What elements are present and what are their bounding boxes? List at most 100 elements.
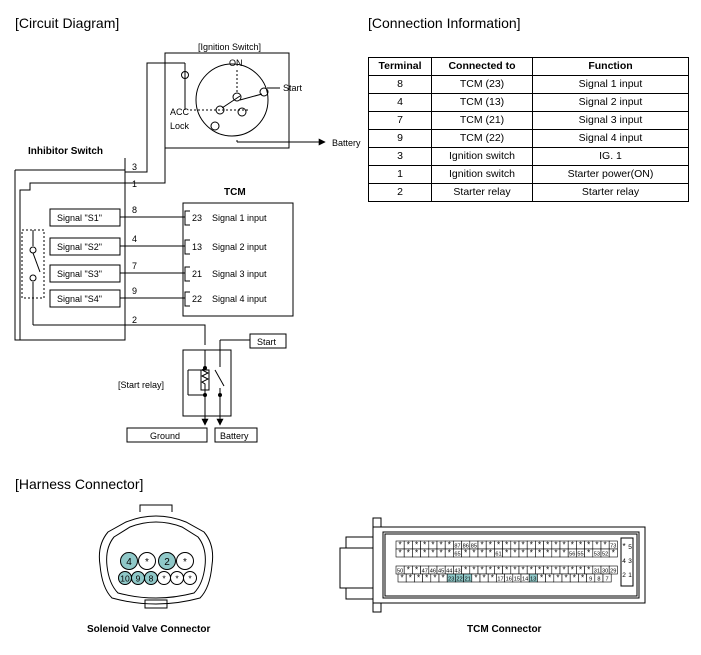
svg-text:*: * — [448, 541, 451, 550]
tcm-box — [182, 202, 294, 317]
svg-text:*: * — [563, 549, 566, 558]
tcm-pin: * — [567, 541, 577, 550]
svg-text:*: * — [431, 541, 434, 550]
cell-connected: TCM (22) — [431, 129, 533, 148]
svg-text:*: * — [497, 566, 500, 575]
tcm-pin: * — [545, 574, 555, 583]
svg-text:*: * — [399, 541, 402, 550]
tcm-pin: * — [510, 549, 520, 558]
cell-function: Signal 4 input — [532, 129, 689, 148]
svg-text:*: * — [554, 549, 557, 558]
svg-text:*: * — [415, 566, 418, 575]
tcm-pin: 65 — [453, 548, 462, 558]
svg-text:16: 16 — [506, 577, 512, 583]
tcm-pin: * — [395, 549, 405, 558]
tcm-pin: 29 — [608, 565, 618, 575]
svg-text:*: * — [571, 566, 574, 575]
signal-s2-label: Signal "S2" — [57, 242, 102, 252]
tcm-pin: * — [584, 566, 594, 575]
svg-text:86: 86 — [463, 544, 469, 550]
tcm-pin: * — [502, 566, 512, 575]
svg-text:*: * — [563, 541, 566, 550]
cell-function: Signal 1 input — [532, 75, 689, 94]
svg-text:*: * — [407, 541, 410, 550]
svg-text:*: * — [183, 557, 187, 568]
svg-text:73: 73 — [610, 544, 616, 550]
svg-text:*: * — [489, 566, 492, 575]
tcm-pin: 8 — [594, 573, 604, 583]
tcm-pin-21: 21 — [192, 269, 202, 279]
svg-text:*: * — [530, 549, 533, 558]
tcm-pin: * — [518, 566, 528, 575]
solenoid-pin: 10 — [118, 571, 132, 585]
svg-text:*: * — [540, 574, 543, 583]
svg-text:*: * — [565, 574, 568, 583]
cell-function: Signal 3 input — [532, 111, 689, 130]
tcm-side-pin: 4 — [622, 558, 626, 565]
tcm-pin: * — [461, 549, 471, 558]
svg-text:*: * — [442, 574, 445, 583]
svg-text:*: * — [472, 549, 475, 558]
svg-text:*: * — [481, 566, 484, 575]
svg-text:9: 9 — [136, 574, 141, 584]
svg-text:4: 4 — [622, 558, 626, 565]
start-label: Start — [283, 83, 303, 93]
cell-terminal: 8 — [368, 75, 432, 94]
svg-text:30: 30 — [602, 569, 608, 575]
svg-text:13: 13 — [530, 577, 536, 583]
tcm-pin: * — [592, 541, 602, 550]
tcm-pin: * — [608, 549, 618, 558]
tcm-pin: * — [502, 549, 512, 558]
tcm-pin: * — [559, 549, 569, 558]
svg-text:53: 53 — [594, 552, 600, 558]
wire-4-label: 4 — [132, 234, 137, 244]
tcm-pin: 43 — [453, 565, 462, 575]
svg-text:*: * — [145, 557, 149, 568]
tcm-side-pin: 1 — [628, 572, 632, 579]
tcm-pin: 23 — [446, 573, 456, 583]
solenoid-connector-caption: Solenoid Valve Connector — [87, 624, 211, 635]
tcm-pin: * — [551, 549, 561, 558]
table-header-row: Terminal Connected to Function — [368, 57, 689, 76]
svg-text:*: * — [431, 549, 434, 558]
tcm-pin: * — [537, 574, 546, 583]
tcm-pin: 44 — [444, 565, 454, 575]
signal-s4-label: Signal "S4" — [57, 294, 102, 304]
ignition-switch-box — [164, 52, 290, 149]
tcm-pin: * — [543, 549, 553, 558]
tcm-pin-23: 23 — [192, 213, 202, 223]
tcm-pin: 13 — [528, 573, 538, 583]
tcm-signal-3-input: Signal 3 input — [212, 269, 267, 279]
wire-7-label: 7 — [132, 261, 137, 271]
signal-s1-label: Signal "S1" — [57, 213, 102, 223]
svg-text:43: 43 — [454, 569, 460, 575]
svg-text:*: * — [423, 549, 426, 558]
cell-terminal: 2 — [368, 183, 432, 202]
svg-text:8: 8 — [597, 577, 600, 583]
tcm-pin: 56 — [567, 548, 577, 558]
start-relay-label: [Start relay] — [118, 380, 164, 390]
tcm-pin: * — [576, 541, 585, 550]
svg-text:*: * — [571, 541, 574, 550]
svg-text:*: * — [538, 566, 541, 575]
tcm-pin: * — [471, 574, 481, 583]
svg-text:*: * — [554, 566, 557, 575]
solenoid-pin: * — [183, 571, 197, 585]
tcm-pin: * — [510, 566, 520, 575]
ground-label: Ground — [150, 431, 180, 441]
wire-1 — [19, 148, 166, 340]
svg-text:*: * — [587, 566, 590, 575]
svg-text:*: * — [554, 541, 557, 550]
svg-text:15: 15 — [514, 577, 520, 583]
lock-label: Lock — [170, 121, 190, 131]
svg-text:*: * — [538, 541, 541, 550]
svg-text:*: * — [587, 549, 590, 558]
svg-text:21: 21 — [465, 577, 471, 583]
svg-text:2: 2 — [164, 557, 170, 568]
svg-text:17: 17 — [497, 577, 503, 583]
tcm-pin: 17 — [496, 573, 505, 583]
